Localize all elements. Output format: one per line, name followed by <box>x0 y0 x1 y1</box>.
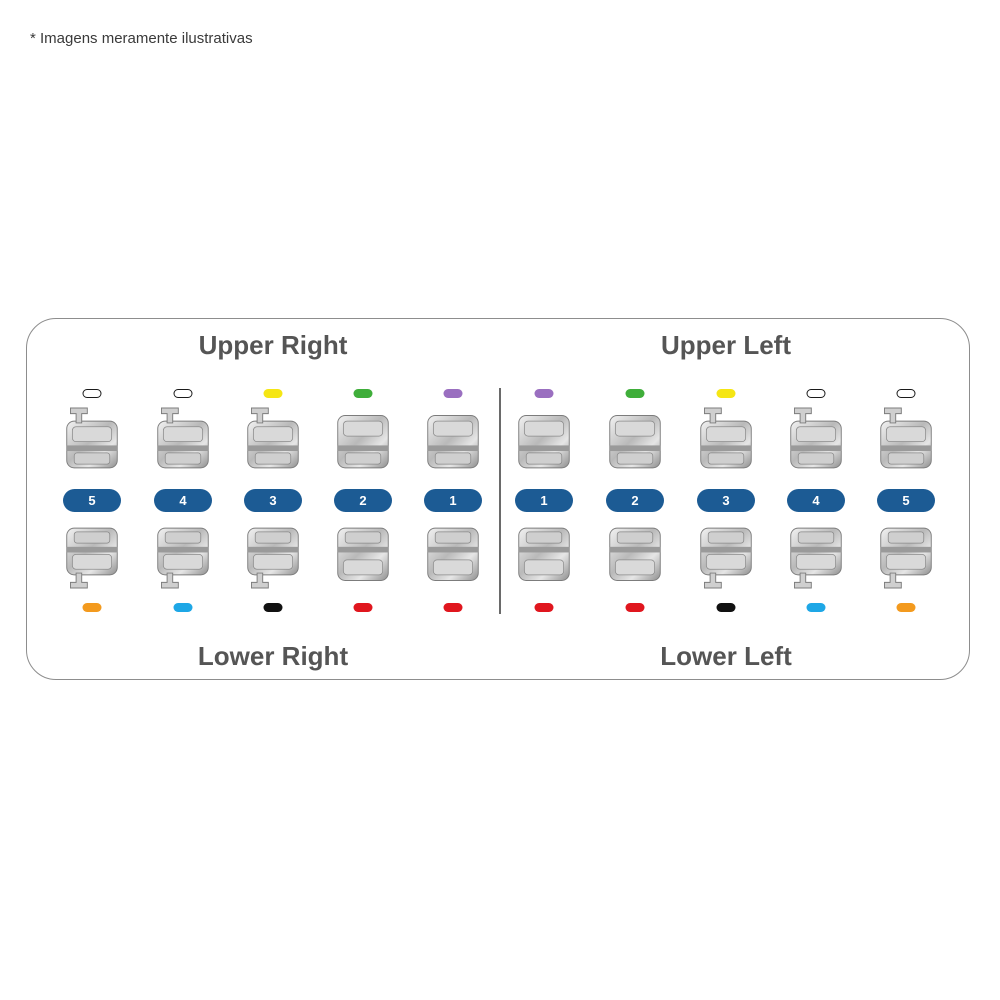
upper-color-marker-white <box>806 389 826 398</box>
upper-bracket-image <box>697 402 755 477</box>
upper-bracket-image <box>334 402 392 477</box>
lower-color-marker-red <box>625 603 645 612</box>
lower-color-marker-red <box>534 603 554 612</box>
lower-bracket-image <box>334 524 392 599</box>
tooth-number-badge: 1 <box>515 489 573 512</box>
lower-bracket-image <box>515 524 573 599</box>
lower-right-title: Lower Right <box>197 641 349 671</box>
upper-bracket-image <box>244 402 302 477</box>
upper-color-marker-white <box>82 389 102 398</box>
upper-color-marker-yellow <box>716 389 736 398</box>
lower-bracket-image <box>63 524 121 599</box>
lower-bracket-image <box>154 524 212 599</box>
tooth-number-badge: 2 <box>334 489 392 512</box>
lower-bracket-image <box>244 524 302 599</box>
lower-color-marker-orange <box>896 603 916 612</box>
upper-right-title: Upper Right <box>198 330 348 360</box>
lower-color-marker-blue <box>806 603 826 612</box>
lower-color-marker-blue <box>173 603 193 612</box>
lower-bracket-image <box>787 524 845 599</box>
upper-bracket-image <box>154 402 212 477</box>
lower-bracket-image <box>424 524 482 599</box>
tooth-number-badge: 1 <box>424 489 482 512</box>
lower-color-marker-black <box>263 603 283 612</box>
tooth-number-badge: 2 <box>606 489 664 512</box>
upper-color-marker-green <box>353 389 373 398</box>
lower-color-marker-red <box>353 603 373 612</box>
upper-bracket-image <box>606 402 664 477</box>
tooth-number-badge: 4 <box>787 489 845 512</box>
lower-left-title: Lower Left <box>660 641 792 671</box>
upper-bracket-image <box>424 402 482 477</box>
lower-color-marker-black <box>716 603 736 612</box>
center-divider <box>499 388 501 614</box>
tooth-number-badge: 5 <box>877 489 935 512</box>
upper-bracket-image <box>63 402 121 477</box>
lower-color-marker-red <box>443 603 463 612</box>
upper-bracket-image <box>877 402 935 477</box>
lower-color-marker-orange <box>82 603 102 612</box>
upper-color-marker-white <box>173 389 193 398</box>
upper-left-title: Upper Left <box>661 330 791 360</box>
lower-bracket-image <box>697 524 755 599</box>
upper-color-marker-purple <box>443 389 463 398</box>
upper-color-marker-yellow <box>263 389 283 398</box>
disclaimer-text: * Imagens meramente ilustrativas <box>30 30 253 47</box>
tooth-number-badge: 3 <box>697 489 755 512</box>
upper-color-marker-green <box>625 389 645 398</box>
tooth-number-badge: 5 <box>63 489 121 512</box>
tooth-number-badge: 4 <box>154 489 212 512</box>
lower-bracket-image <box>877 524 935 599</box>
upper-bracket-image <box>515 402 573 477</box>
upper-color-marker-white <box>896 389 916 398</box>
upper-bracket-image <box>787 402 845 477</box>
tooth-number-badge: 3 <box>244 489 302 512</box>
upper-color-marker-purple <box>534 389 554 398</box>
lower-bracket-image <box>606 524 664 599</box>
